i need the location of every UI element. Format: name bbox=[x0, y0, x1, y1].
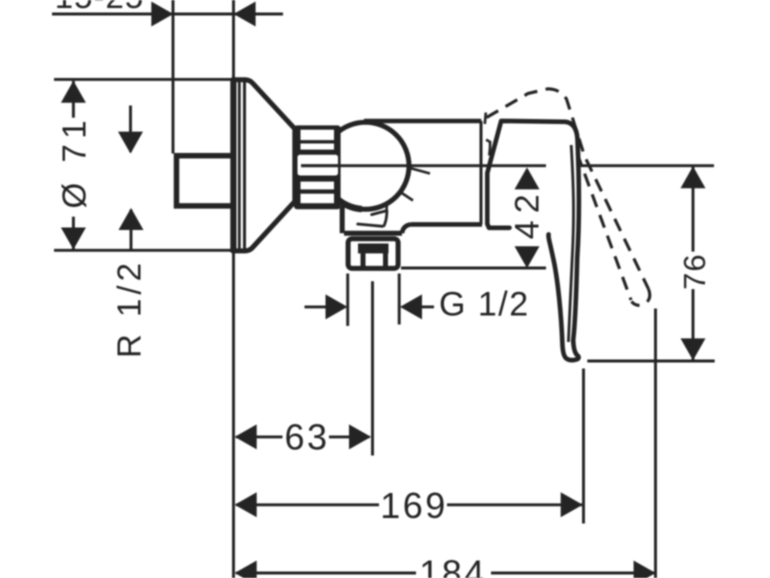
svg-text:G 1/2: G 1/2 bbox=[439, 286, 530, 324]
svg-text:15-25: 15-25 bbox=[55, 0, 144, 15]
svg-text:Ø 71: Ø 71 bbox=[56, 115, 93, 209]
svg-text:63: 63 bbox=[284, 417, 329, 458]
svg-text:42: 42 bbox=[509, 187, 547, 239]
svg-text:169: 169 bbox=[380, 485, 448, 526]
svg-text:R 1/2: R 1/2 bbox=[111, 259, 148, 358]
svg-text:184: 184 bbox=[419, 553, 487, 578]
svg-text:76: 76 bbox=[677, 253, 712, 289]
